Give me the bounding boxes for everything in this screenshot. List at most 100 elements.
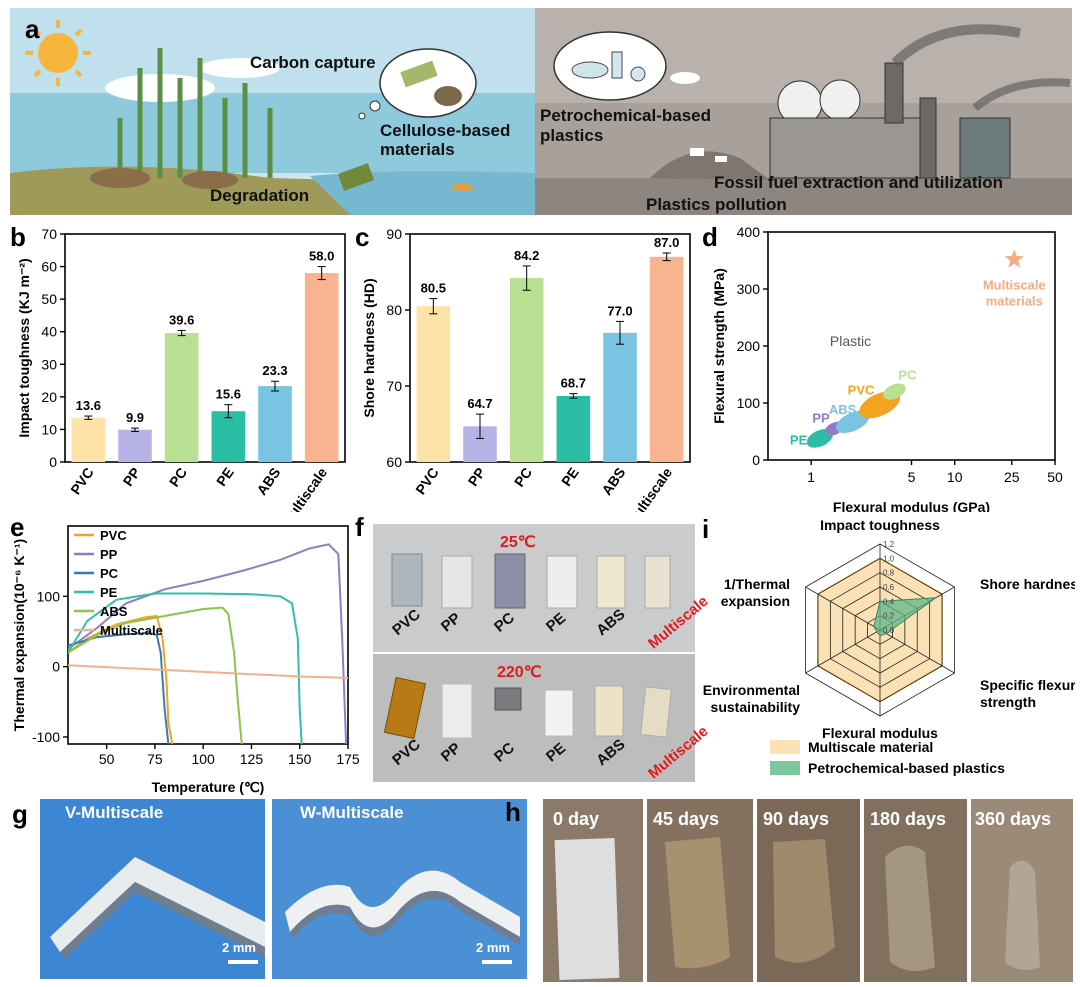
fossil-label: Fossil fuel extraction and utilization	[714, 173, 1003, 192]
g-left-label: V-Multiscale	[65, 803, 164, 822]
y-tick-label: -100	[32, 729, 60, 745]
pollution-label: Plastics pollution	[646, 195, 787, 214]
bar-value-label: 58.0	[309, 249, 334, 264]
y-tick-label: 200	[737, 338, 761, 354]
bar	[258, 386, 292, 462]
y-tick-label: 300	[737, 281, 761, 297]
x-category-label: Multiscale	[623, 464, 675, 512]
day-label: 0 day	[553, 809, 600, 829]
y-tick-label: 90	[386, 226, 402, 242]
y-tick-label: 100	[37, 588, 61, 604]
bar-value-label: 80.5	[421, 281, 446, 296]
radar-tick-label: 0.4	[883, 597, 895, 606]
radar-tick-label: 0.0	[883, 626, 895, 635]
bar	[118, 429, 152, 462]
star-icon	[1004, 249, 1024, 268]
bar	[603, 332, 637, 462]
panel-label-g: g	[12, 799, 28, 829]
radar-axis-label: Flexural modulus	[822, 725, 938, 741]
panel-label-b: b	[10, 222, 26, 252]
x-axis-label: Temperature (℃)	[152, 779, 265, 795]
series-line	[68, 543, 348, 744]
y-tick-label: 60	[41, 259, 57, 275]
x-category-label: PVC	[67, 465, 97, 498]
group-label: Plastic	[830, 333, 871, 349]
x-tick-label: 5	[908, 469, 916, 485]
multiscale-shape-photos	[40, 799, 527, 979]
radar-tick-label: 1.0	[883, 554, 895, 563]
x-category-label: PP	[120, 465, 144, 489]
carbon-capture-label: Carbon capture	[250, 53, 376, 72]
f-temp-25: 25℃	[500, 534, 536, 551]
x-category-label: PE	[213, 465, 237, 489]
material-region	[836, 410, 870, 433]
x-category-label: PC	[166, 465, 190, 490]
radar-tick-label: 0.2	[883, 612, 895, 621]
x-axis-label: Flexural modulus (GPa)	[833, 499, 990, 512]
legend-label: Petrochemical-based plastics	[808, 760, 1005, 776]
bar-value-label: 13.6	[76, 398, 101, 413]
x-category-label: Multiscale	[278, 464, 330, 512]
y-tick-label: 400	[737, 224, 761, 240]
panel-label-d: d	[702, 222, 718, 252]
radar-tick-label: 0.8	[883, 569, 895, 578]
y-tick-label: 30	[41, 356, 57, 372]
y-axis-label: Flexural strength (MPa)	[711, 268, 727, 424]
day-label: 360 days	[975, 809, 1052, 829]
region-label: PC	[898, 368, 917, 383]
x-category-label: PE	[558, 465, 582, 489]
radar-axis-label: sustainability	[711, 699, 801, 715]
region-label: PVC	[848, 383, 875, 398]
day-label: 45 days	[653, 809, 720, 829]
plot-frame	[64, 233, 346, 463]
legend-label: Multiscale	[100, 623, 163, 638]
panel-label-a: a	[25, 14, 40, 44]
radar-axis-label: Shore hardness	[980, 576, 1075, 592]
panel-label-h: h	[505, 797, 521, 827]
panel-g: g V-Multiscale W-Multiscale 2 mm 2 mm	[10, 797, 530, 982]
bar	[304, 273, 339, 462]
radar-tick-label: 0.6	[883, 583, 895, 592]
series-line	[68, 631, 170, 744]
series-line	[68, 664, 348, 679]
legend-label: PP	[100, 547, 118, 562]
plastics-bubble-icon	[553, 31, 667, 101]
radar-tick-label: 1.2	[883, 540, 895, 549]
panel-label-i: i	[702, 514, 710, 544]
x-category-label: PC	[511, 465, 535, 490]
series-line	[68, 592, 303, 744]
y-tick-label: 100	[737, 395, 761, 411]
y-tick-label: 40	[41, 324, 57, 340]
bar	[556, 395, 591, 462]
y-axis-label: Impact toughness (KJ m⁻²)	[16, 258, 32, 437]
bar-value-label: 15.6	[216, 387, 241, 402]
bar-value-label: 39.6	[169, 312, 194, 327]
x-tick-label: 1	[807, 469, 815, 485]
series-line	[68, 606, 243, 744]
legend-swatch	[770, 761, 800, 775]
bar	[71, 417, 106, 462]
region-label: PE	[790, 432, 808, 447]
plot-frame	[409, 233, 691, 463]
petro-label-line1: Petrochemical-based	[540, 106, 711, 125]
bar-value-label: 77.0	[607, 303, 632, 318]
legend-label: Multiscale material	[808, 739, 933, 755]
panel-label-f: f	[355, 512, 364, 542]
legend-swatch	[770, 740, 800, 754]
region-label: ABS	[829, 402, 857, 417]
bar	[416, 306, 451, 462]
star-label-line2: materials	[986, 293, 1043, 308]
illustration-scene: Carbon capture Cellulose-based materials…	[10, 8, 1072, 215]
star-label-line1: Multiscale	[983, 277, 1046, 292]
bar	[164, 333, 199, 462]
bar-value-label: 23.3	[262, 363, 287, 378]
bar	[211, 411, 246, 462]
bar-value-label: 64.7	[467, 396, 492, 411]
